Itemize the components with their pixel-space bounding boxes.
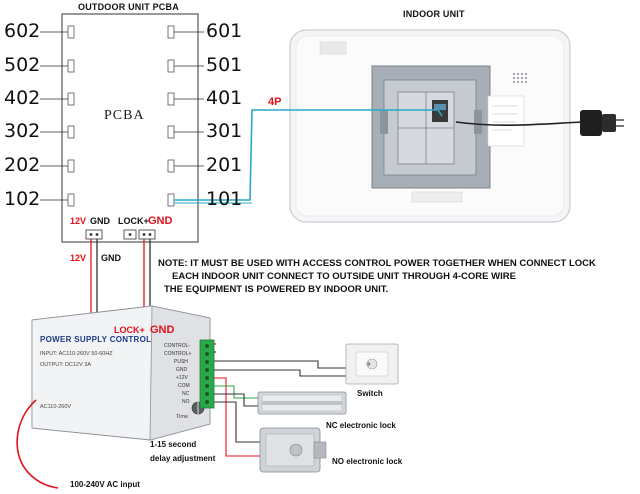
- wire-gnd2-label: GND: [150, 324, 175, 336]
- note-line-2: EACH INDOOR UNIT CONNECT TO OUTSIDE UNIT…: [172, 271, 516, 282]
- wire-switch-gnd: [214, 369, 352, 377]
- wire-nc: [214, 393, 258, 407]
- delay-line-1: 1-15 second: [150, 440, 197, 449]
- terminal-gnd2-label: GND: [148, 215, 173, 227]
- wire-no: [214, 401, 260, 443]
- psu-terminal-com: COM: [178, 383, 190, 389]
- wire-lock-label: LOCK+: [114, 325, 145, 335]
- psu-output-spec: OUTPUT: DC12V 3A: [40, 362, 92, 368]
- port-label-101: 101: [206, 188, 243, 210]
- port-label-202: 202: [4, 154, 41, 176]
- wire-push: [214, 360, 352, 369]
- ac-input-cable: [16, 399, 59, 489]
- nc-electronic-lock-device: [257, 391, 347, 415]
- psu-voltage: AC110-260V: [40, 404, 72, 410]
- exit-switch-device: [345, 343, 399, 385]
- power-adapter-plug: [455, 110, 624, 136]
- wire-12v-label: 12V: [70, 253, 87, 263]
- psu-terminal-12v: +12V: [176, 375, 188, 381]
- port-label-501: 501: [206, 54, 243, 76]
- port-label-201: 201: [206, 154, 243, 176]
- terminal-12v-label: 12V: [70, 216, 87, 226]
- no-electronic-lock-device: [259, 427, 327, 473]
- indoor-unit-device: [289, 29, 571, 223]
- ac-input-label: 100-240V AC input: [70, 480, 140, 489]
- switch-label: Switch: [357, 389, 383, 398]
- psu-terminal-strip: [199, 339, 215, 409]
- wire-gnd-label: GND: [101, 253, 121, 263]
- wire-4p-label: 4P: [268, 96, 282, 108]
- wire-com: [214, 385, 258, 399]
- psu-terminal-control-minus: CONTROL-: [164, 343, 191, 349]
- psu-terminal-control-plus: CONTROL+: [164, 351, 192, 357]
- port-label-602: 602: [4, 20, 41, 42]
- note-line-1: NOTE: IT MUST BE USED WITH ACCESS CONTRO…: [158, 258, 596, 269]
- port-label-102: 102: [4, 188, 41, 210]
- no-lock-label: NO electronic lock: [332, 457, 403, 466]
- port-label-601: 601: [206, 20, 243, 42]
- psu-input-spec: INPUT: AC110-260V 50-60HZ: [40, 351, 113, 357]
- delay-line-2: delay adjustment: [150, 454, 216, 463]
- port-label-302: 302: [4, 120, 41, 142]
- port-label-401: 401: [206, 87, 243, 109]
- port-label-402: 402: [4, 87, 41, 109]
- port-leader-lines: [40, 31, 204, 201]
- psu-title: POWER SUPPLY CONTROL: [40, 335, 152, 344]
- indoor-unit-title: INDOOR UNIT: [403, 9, 465, 19]
- power-supply-box: [31, 305, 211, 441]
- port-label-502: 502: [4, 54, 41, 76]
- nc-lock-label: NC electronic lock: [326, 421, 396, 430]
- terminal-lock-label: LOCK+: [118, 216, 149, 226]
- pcba-board-label: PCBA: [104, 108, 145, 123]
- psu-terminal-gnd: GND: [176, 367, 188, 373]
- speaker-grille: [512, 72, 528, 84]
- psu-time-label: Time: [176, 414, 189, 420]
- outdoor-unit-title: OUTDOOR UNIT PCBA: [78, 2, 179, 12]
- port-label-301: 301: [206, 120, 243, 142]
- psu-terminal-no: NO: [182, 399, 190, 405]
- terminal-gnd-label: GND: [90, 216, 110, 226]
- psu-terminal-push: PUSH: [174, 359, 188, 365]
- note-line-3: THE EQUIPMENT IS POWERED BY INDOOR UNIT.: [164, 284, 389, 295]
- pcba-board-outline: [61, 13, 199, 243]
- psu-terminal-nc: NC: [182, 391, 190, 397]
- four-core-wire: [174, 109, 443, 201]
- wire-12v-out: [214, 377, 260, 457]
